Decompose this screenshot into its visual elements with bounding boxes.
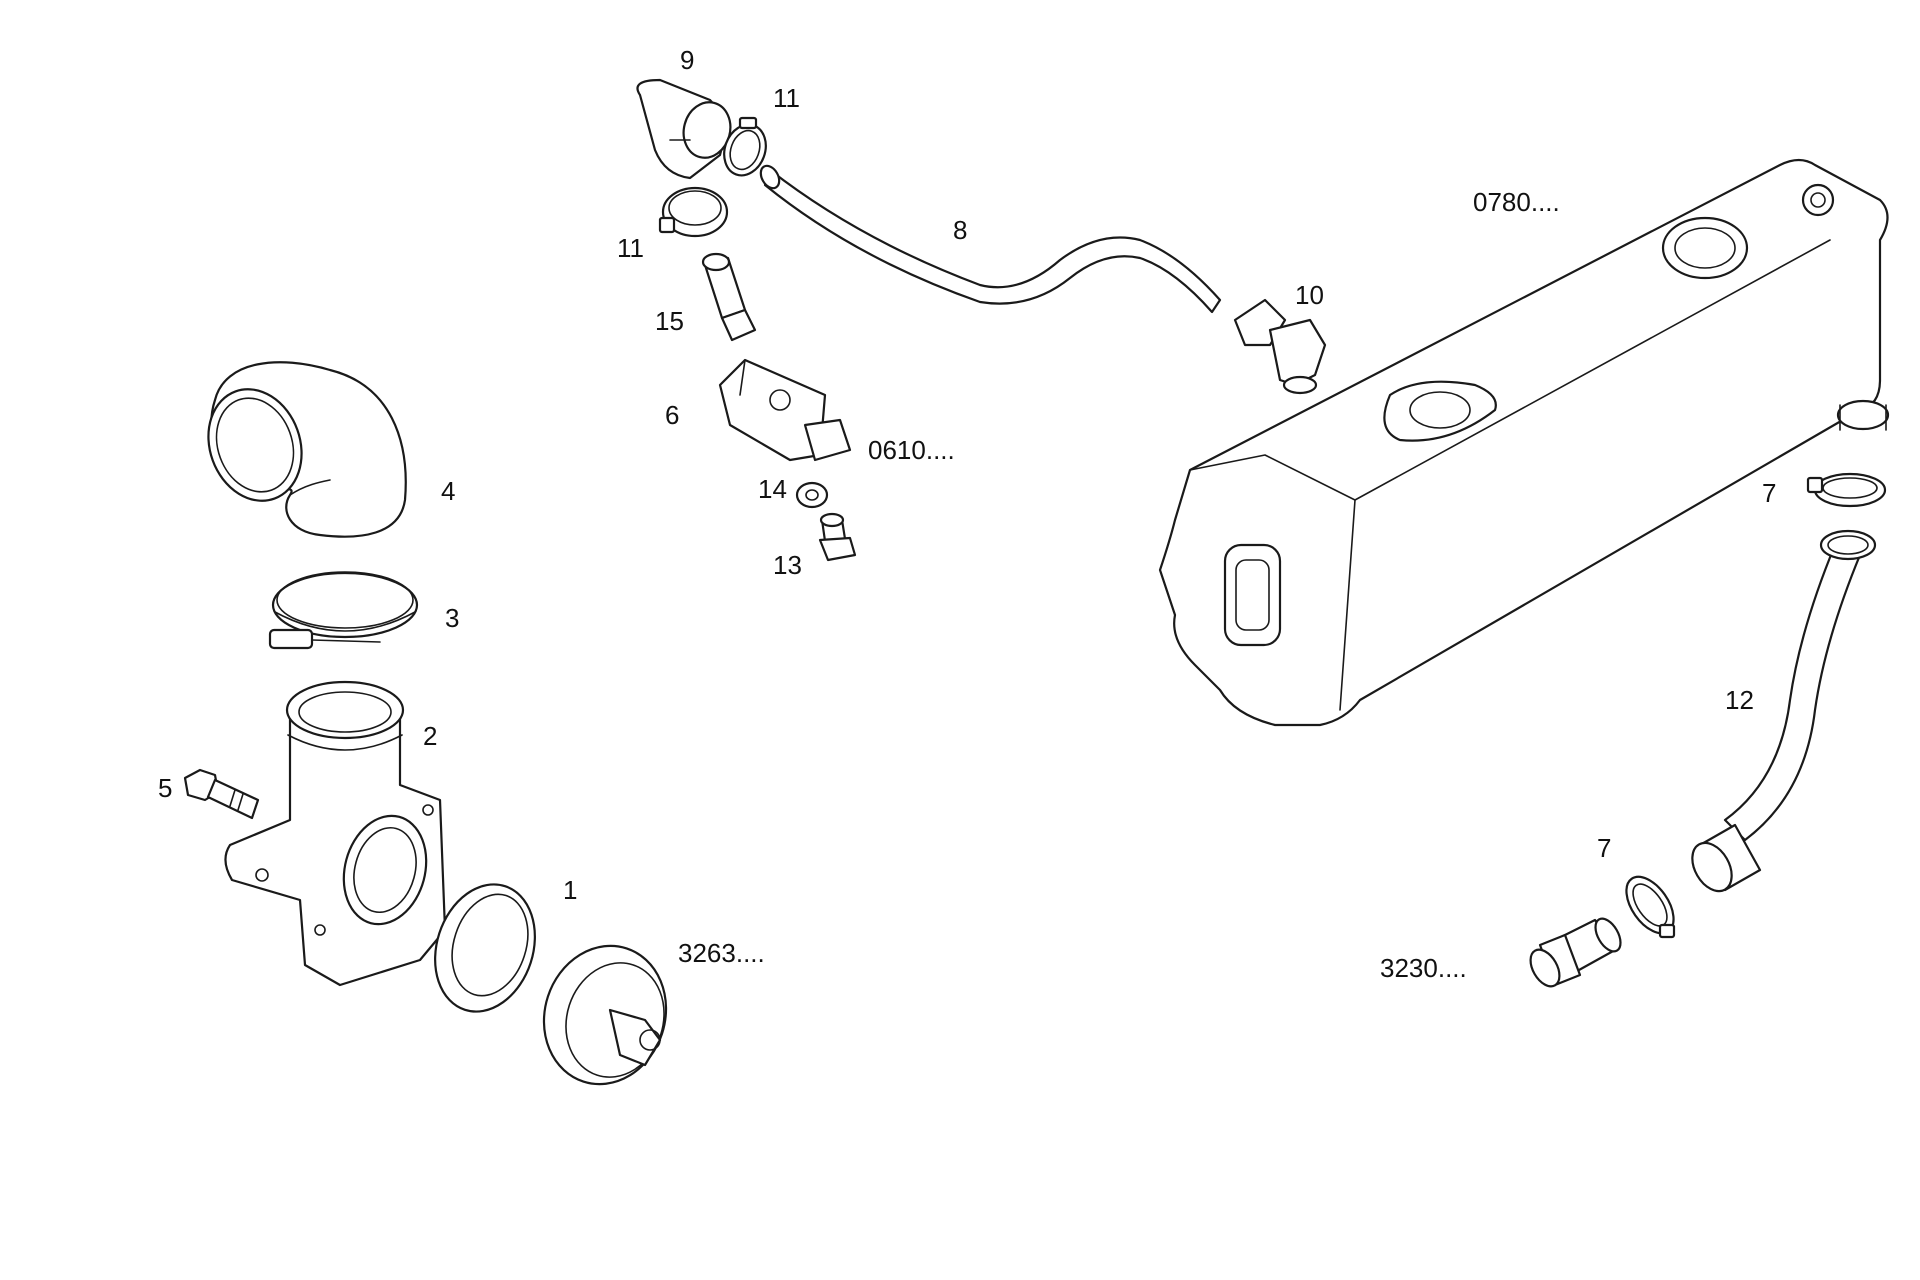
ref-0610: 0610....: [868, 435, 955, 465]
part-4-elbow-hose: [207, 361, 407, 538]
callout-10: 10: [1295, 280, 1324, 310]
callout-1: 1: [563, 875, 578, 905]
part-9-small-elbow: [636, 78, 732, 180]
part-6-adapter-block: [718, 358, 852, 462]
part-12-hose: [1691, 529, 1877, 893]
ref-3230: 3230....: [1380, 953, 1467, 983]
callout-4: 4: [441, 476, 456, 506]
callout-11-upper: 11: [773, 83, 800, 113]
callout-6: 6: [665, 400, 680, 430]
thermostat-3263: [542, 944, 668, 1086]
part-13-plug: [818, 512, 857, 562]
callout-13: 13: [773, 550, 802, 580]
fitting-3230: [1529, 917, 1622, 988]
callout-2: 2: [423, 721, 438, 751]
part-7-clamp-upper: [1806, 472, 1887, 508]
callout-14: 14: [758, 474, 787, 504]
callout-5: 5: [158, 773, 173, 803]
callout-7-lower: 7: [1597, 833, 1612, 863]
callout-8: 8: [953, 215, 968, 245]
part-3-hose-clamp: [268, 571, 419, 650]
part-2-thermostat-housing: [224, 680, 447, 987]
callout-15: 15: [655, 306, 684, 336]
part-7-clamp-lower: [1625, 875, 1676, 939]
part-14-washer: [795, 481, 829, 509]
manifold-0780: [1158, 158, 1890, 727]
ref-3263: 3263....: [678, 938, 765, 968]
part-8-pipe: [759, 164, 1222, 314]
part-11-clamp-lower: [658, 186, 729, 238]
part-15-nipple: [701, 252, 757, 342]
callout-11-lower: 11: [617, 233, 644, 263]
callout-7-upper: 7: [1762, 478, 1777, 508]
part-5-bolt: [183, 768, 260, 820]
part-10-fitting: [1233, 298, 1327, 395]
callout-9: 9: [680, 45, 695, 75]
part-11-clamp-upper: [723, 116, 767, 177]
callout-12: 12: [1725, 685, 1754, 715]
ref-0780: 0780....: [1473, 187, 1560, 217]
part-1-seal-ring: [434, 883, 536, 1013]
callout-3: 3: [445, 603, 460, 633]
